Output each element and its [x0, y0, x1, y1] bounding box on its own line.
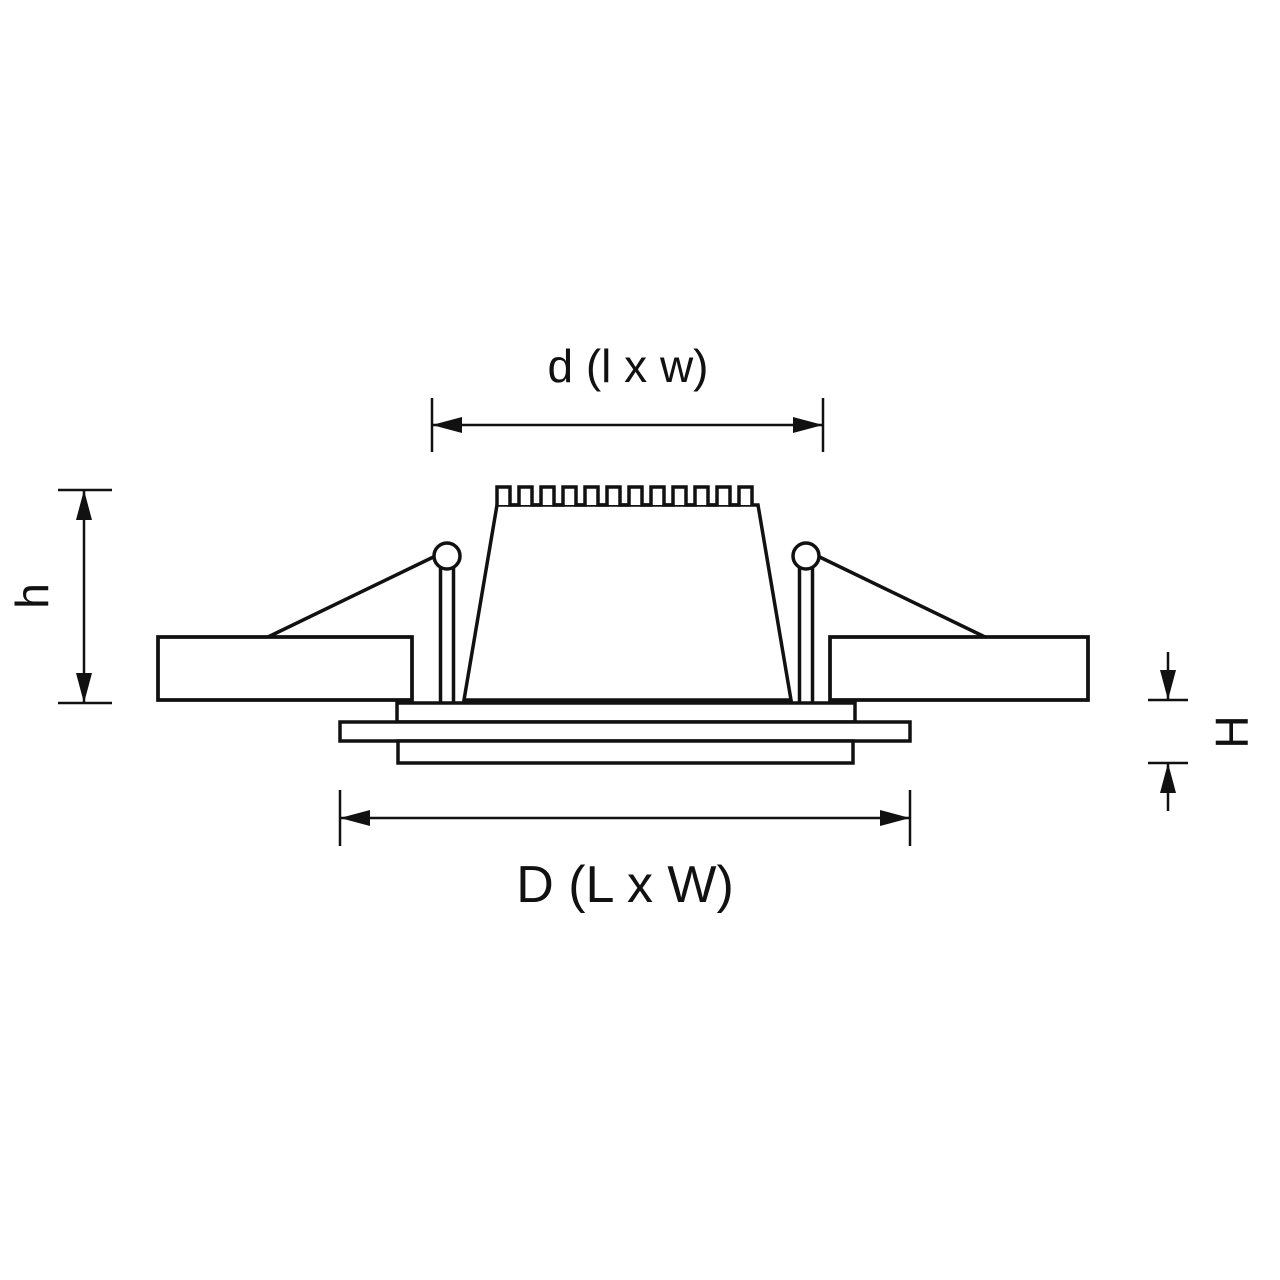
ceiling-section-left — [156, 635, 414, 702]
dim-left-label: h — [6, 583, 58, 609]
dimension-top: d (l x w) — [430, 340, 825, 452]
trim-ring-wide — [338, 720, 912, 743]
dim-top-label: d (l x w) — [548, 340, 709, 392]
ceiling-right-hatch — [828, 635, 1090, 702]
ceiling-left-outline — [156, 635, 414, 702]
dim-bottom-arrow-right — [880, 810, 910, 826]
ceiling-section-right — [828, 635, 1090, 702]
clip-post-right — [797, 555, 815, 707]
trim-plate-lower — [396, 739, 855, 765]
trim-flange-upper — [395, 701, 857, 724]
dimension-bottom: D (L x W) — [338, 790, 912, 914]
dimension-left: h — [6, 488, 112, 705]
dim-left-arrow-bottom — [76, 673, 92, 703]
clip-pivot-right — [791, 541, 821, 571]
dim-right-arrow-down — [1160, 670, 1176, 700]
ceiling-left-hatch — [156, 635, 414, 702]
clip-post-left — [438, 555, 456, 707]
ceiling-right-outline — [828, 635, 1090, 702]
spring-arm-right — [800, 546, 986, 639]
dim-bottom-label: D (L x W) — [516, 856, 734, 914]
dim-top-arrow-right — [793, 417, 823, 433]
dim-left-arrow-top — [76, 490, 92, 520]
dim-right-arrow-up — [1160, 763, 1176, 793]
spring-arm-left — [267, 546, 453, 639]
dim-top-arrow-left — [432, 417, 462, 433]
heatsink-fins — [495, 485, 754, 507]
dimension-right: H — [1148, 652, 1258, 811]
dim-bottom-arrow-left — [340, 810, 370, 826]
lamp-body — [461, 503, 794, 702]
dim-right-label: H — [1206, 715, 1258, 748]
clip-pivot-left — [432, 541, 462, 571]
